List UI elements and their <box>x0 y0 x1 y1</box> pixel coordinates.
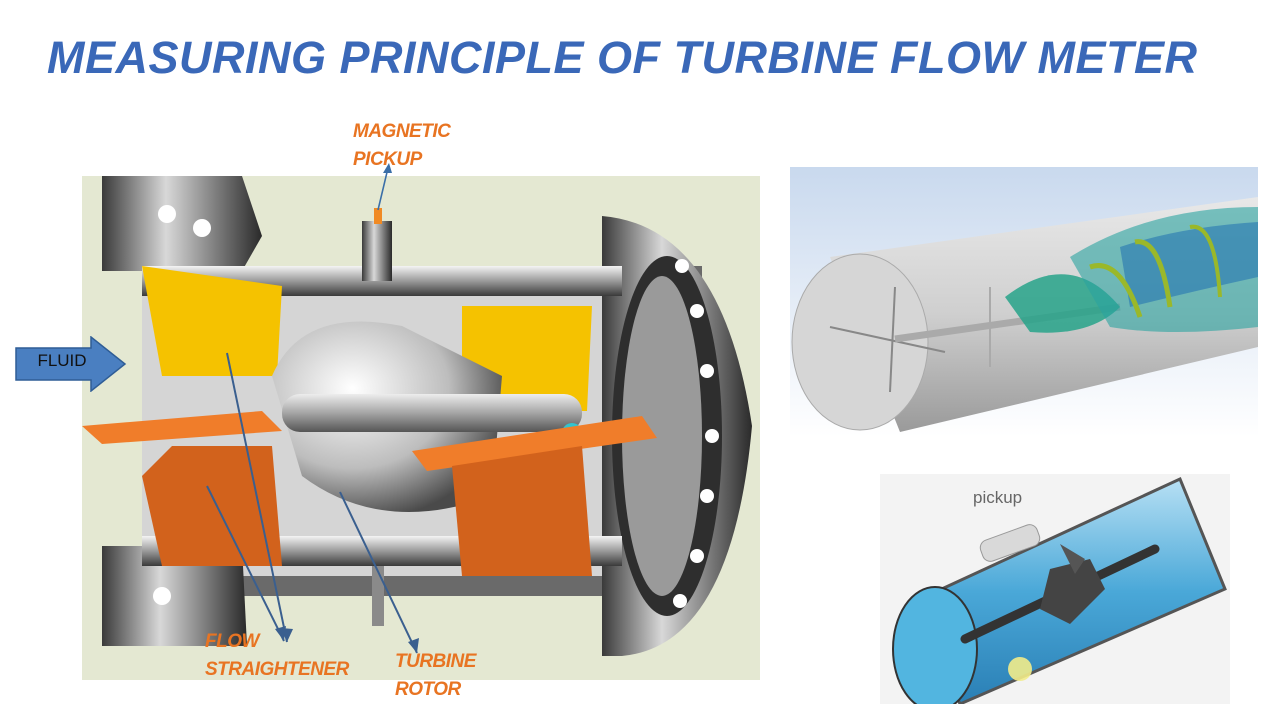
pickup-label: pickup <box>973 488 1023 507</box>
cfd-flow-simulation-image <box>790 167 1258 437</box>
fluid-direction-arrow <box>15 336 127 392</box>
fluid-label: FLUID <box>37 351 87 370</box>
magnetic-pickup-leader <box>377 163 392 211</box>
turbine-pipe-pickup-image <box>880 474 1230 704</box>
turbine-meter-cutaway-diagram <box>82 176 760 680</box>
page-title: MEASURING PRINCIPLE OF TURBINE FLOW METE… <box>47 32 1198 83</box>
